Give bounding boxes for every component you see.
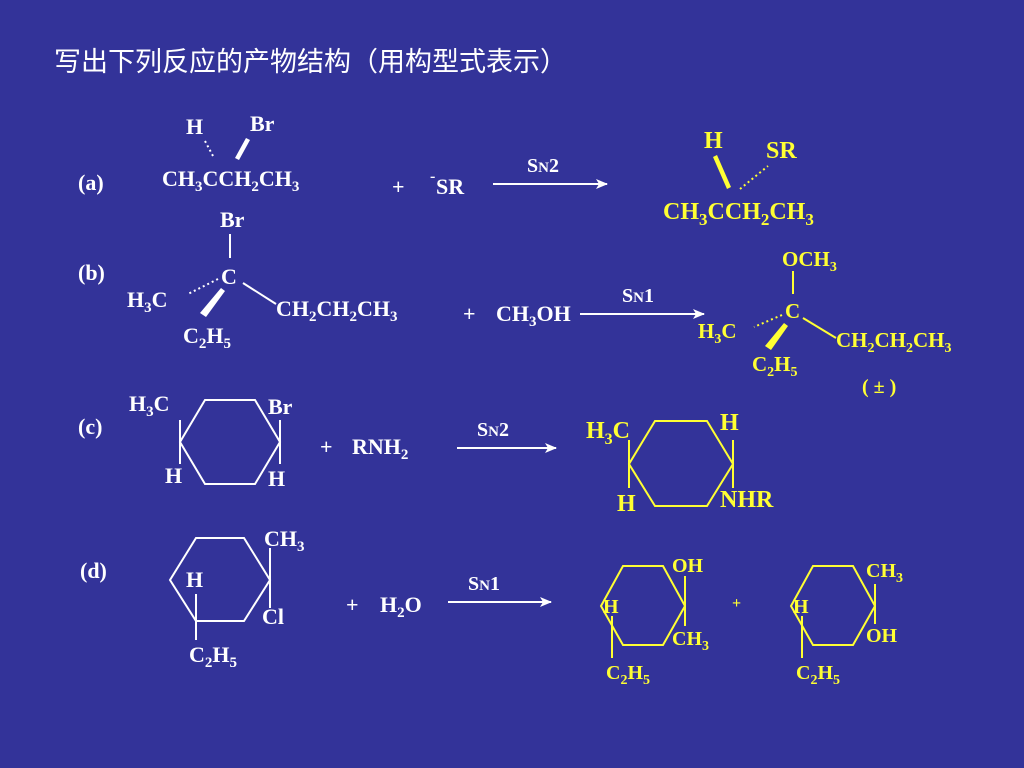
product-d2-right-down: OH	[866, 625, 898, 647]
reactant-b-bottom: C2H5	[183, 323, 231, 352]
wedge-bond	[235, 138, 250, 160]
plus-sign: +	[392, 174, 405, 199]
bond	[242, 282, 277, 305]
ring	[627, 420, 735, 507]
reactant-c-bottom-right: H	[268, 466, 285, 491]
product-d-1: OH CH3 H C2H5	[599, 555, 709, 688]
hash-bond	[204, 140, 214, 157]
product-b-c: C	[785, 299, 800, 323]
reagent-b: CH3OH	[496, 301, 571, 330]
label-b: (b)	[78, 260, 105, 285]
page-title: 写出下列反应的产物结构（用构型式表示）	[54, 47, 567, 78]
label-c: (c)	[78, 414, 102, 439]
reactant-c-bottom-left: H	[165, 463, 182, 488]
reactant-a: H Br CH3CCH2CH3	[162, 111, 299, 195]
reactant-d-top-right: CH3	[264, 526, 305, 555]
reactant-b: Br C H3C C2H5 CH2CH2CH3	[127, 207, 398, 352]
reagent-c: RNH2	[352, 434, 408, 463]
wedge-bond	[713, 155, 731, 189]
reagent-d: H2O	[380, 592, 422, 621]
racemic-note: ( ± )	[862, 376, 896, 398]
product-b: OCH3 C H3C C2H5 CH2CH2CH3 ( ± )	[698, 247, 952, 398]
reagent-a: SR	[436, 174, 465, 199]
plus-sign: +	[320, 434, 333, 459]
product-c-bottom-left: H	[617, 491, 636, 517]
ring	[789, 565, 877, 646]
product-a-sr: SR	[766, 138, 797, 164]
reactant-d-bottom: C2H5	[189, 642, 237, 671]
condition-d: SN1	[468, 573, 500, 595]
product-a-chain: CH3CCH2CH3	[663, 199, 814, 229]
wedge-bond	[765, 323, 788, 350]
hash-bond	[187, 278, 219, 295]
wedge-bond	[200, 288, 225, 317]
label-a: (a)	[78, 170, 104, 195]
reactant-b-left: H3C	[127, 287, 168, 316]
condition-c: SN2	[477, 419, 509, 441]
product-d1-bottom: C2H5	[606, 662, 650, 688]
product-b-left: H3C	[698, 319, 737, 347]
product-a-h: H	[704, 128, 723, 154]
reactant-c-top-right: Br	[268, 394, 293, 419]
reactant-d: CH3 Cl H C2H5	[168, 526, 305, 671]
product-d-2: CH3 OH H C2H5	[789, 560, 903, 688]
reactant-d-right-down: Cl	[262, 604, 284, 629]
product-d2-bottom: C2H5	[796, 662, 840, 688]
reactant-a-br: Br	[250, 111, 275, 136]
plus-sign: +	[463, 301, 476, 326]
reactant-c-top-left: H3C	[129, 391, 170, 420]
reagent-a-charge: -	[430, 168, 435, 185]
product-c-top-left: H3C	[586, 418, 630, 448]
ring	[168, 537, 272, 622]
product-b-bottom: C2H5	[752, 352, 798, 380]
reactant-b-right: CH2CH2CH3	[276, 296, 398, 325]
product-b-top: OCH3	[782, 247, 837, 275]
product-d2-top-right: CH3	[866, 560, 903, 586]
product-b-right: CH2CH2CH3	[836, 328, 952, 356]
ring	[178, 399, 282, 485]
condition-b: SN1	[622, 285, 654, 307]
reactant-b-c: C	[221, 264, 237, 289]
reactant-a-h: H	[186, 114, 203, 139]
label-d: (d)	[80, 558, 107, 583]
product-a: H SR CH3CCH2CH3	[663, 128, 814, 229]
reactant-d-h: H	[186, 567, 203, 592]
product-plus: +	[732, 595, 741, 612]
product-d2-h: H	[793, 596, 809, 618]
product-c: H3C H H NHR	[586, 410, 774, 517]
plus-sign: +	[346, 592, 359, 617]
product-c-top-right: H	[720, 410, 739, 436]
product-c-bottom-right: NHR	[720, 487, 774, 513]
condition-a: SN2	[527, 155, 559, 177]
ring	[599, 565, 687, 646]
product-d1-right-down: CH3	[672, 628, 709, 654]
bond	[802, 317, 837, 339]
product-d1-h: H	[603, 596, 619, 618]
reactant-c: H3C H Br H	[129, 391, 293, 491]
reactant-a-chain: CH3CCH2CH3	[162, 166, 299, 195]
product-d1-top-right: OH	[672, 555, 704, 577]
hash-bond	[739, 165, 769, 190]
reactant-b-br: Br	[220, 207, 245, 232]
hash-bond	[753, 314, 783, 328]
